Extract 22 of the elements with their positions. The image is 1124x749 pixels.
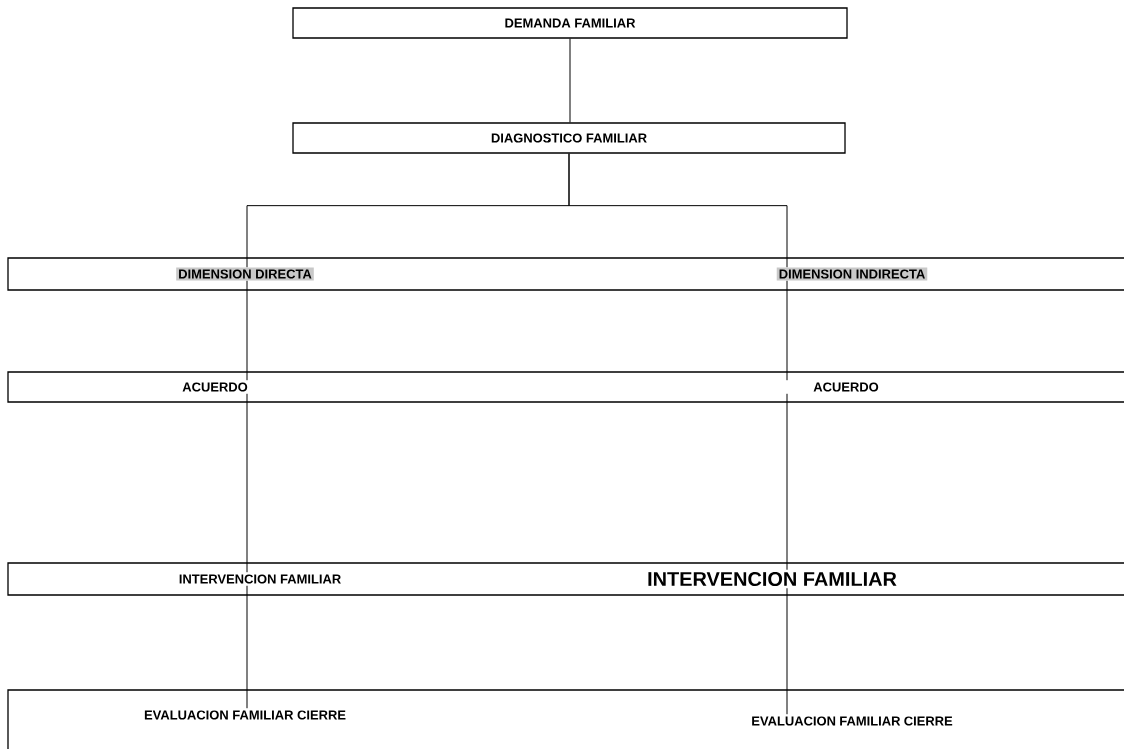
highlighted-label: DIMENSION INDIRECTA	[776, 267, 928, 281]
step-label: INTERVENCION FAMILIAR	[648, 571, 897, 587]
connector-line	[568, 153, 788, 268]
connector-line	[786, 280, 788, 381]
connector-line	[786, 393, 788, 571]
band-box	[7, 371, 1124, 403]
connector-line	[246, 585, 248, 709]
step-label: ACUERDO	[813, 382, 879, 392]
connector-line	[246, 280, 248, 381]
band-box	[7, 689, 1124, 749]
step-label: EVALUACION FAMILIAR CIERRE	[752, 716, 953, 726]
step-label: EVALUACION FAMILIAR CIERRE	[144, 710, 346, 720]
connector-line	[786, 587, 788, 715]
band-box	[7, 562, 1124, 596]
process-box: DEMANDA FAMILIAR	[292, 7, 848, 39]
highlighted-label: DIMENSION DIRECTA	[176, 267, 314, 281]
process-box: DIAGNOSTICO FAMILIAR	[292, 122, 846, 154]
connector-line	[569, 38, 571, 123]
connector-line	[246, 393, 248, 573]
band-box	[7, 257, 1124, 291]
step-label: INTERVENCION FAMILIAR	[179, 574, 341, 584]
step-label: ACUERDO	[182, 382, 248, 392]
